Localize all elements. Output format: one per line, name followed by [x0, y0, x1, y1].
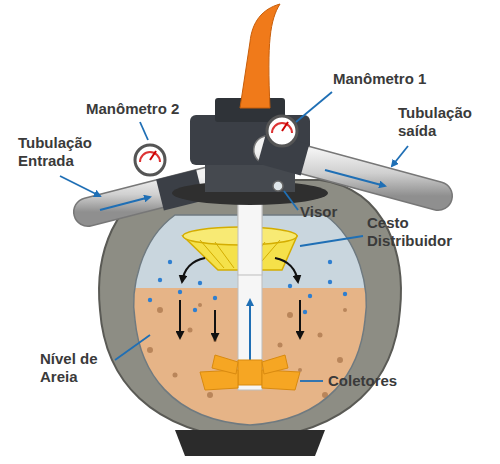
part-label: Visor	[300, 203, 337, 221]
part-label: Manômetro 2	[86, 100, 179, 118]
part-label: Cesto Distribuidor	[367, 214, 477, 250]
part-label: Manômetro 1	[333, 70, 426, 88]
part-label: Tubulação saída	[398, 104, 493, 140]
part-label: Coletores	[328, 372, 397, 390]
gauge	[135, 116, 297, 175]
part-label: Tubulação Entrada	[18, 134, 113, 170]
part-label: Nível de Areia	[40, 350, 120, 386]
